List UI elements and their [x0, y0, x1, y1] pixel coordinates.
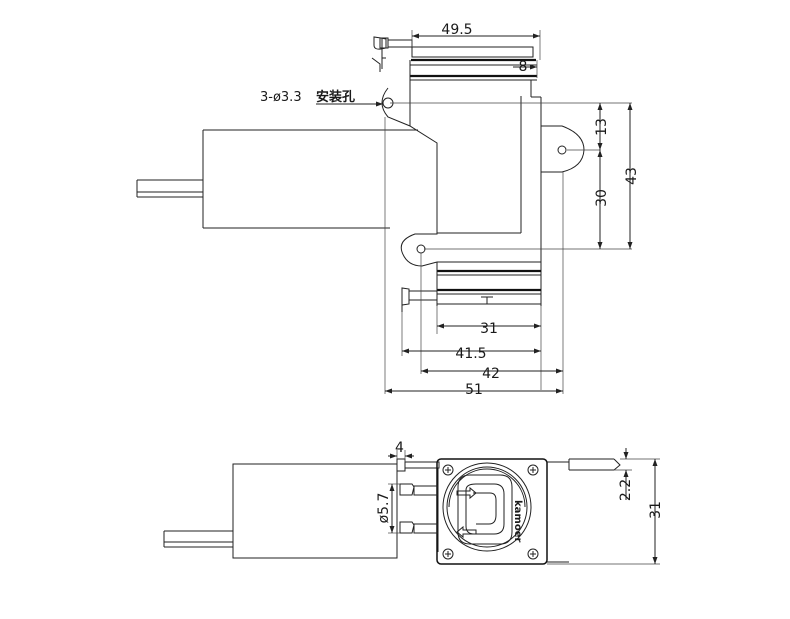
top-view: 49.5 8 3-ø3.3 安装孔 13 30 43 31 41.5 42 51	[136, 22, 640, 398]
pump-head	[409, 46, 542, 306]
mount-hole-note: 安装孔	[316, 89, 355, 105]
mounting-bracket	[381, 87, 585, 306]
dim-30: 30	[594, 189, 610, 207]
flow-arrows	[456, 486, 477, 539]
dim-43: 43	[624, 167, 640, 185]
dim-51: 51	[465, 382, 483, 398]
dim-31-top: 31	[480, 321, 498, 337]
dim-41-5: 41.5	[455, 346, 486, 362]
mounting-flange-side	[396, 458, 621, 563]
dim-13: 13	[594, 118, 610, 136]
extension-lines-side	[388, 450, 660, 565]
dimension-lines	[316, 33, 633, 394]
dim-8: 8	[519, 59, 528, 75]
outlet-port	[371, 36, 413, 72]
inlet-port	[401, 287, 438, 312]
dim-31-side: 31	[648, 501, 664, 519]
dim-4: 4	[395, 440, 404, 456]
lead-wires-side	[163, 530, 233, 548]
dim-overall-width: 49.5	[441, 22, 472, 38]
brand-logo-text: kamoer	[512, 500, 523, 542]
ports-side	[399, 483, 439, 534]
mount-hole-prefix: 3-ø3.3	[260, 90, 302, 105]
dim-42: 42	[482, 366, 500, 382]
pump-screws	[442, 464, 539, 560]
pump-head-front	[436, 458, 548, 565]
motor-body	[202, 129, 418, 229]
dim-port-diameter: ø5.7	[376, 493, 392, 524]
lead-wires	[136, 179, 203, 198]
extension-lines	[384, 30, 632, 394]
motor-body-side	[232, 463, 398, 559]
dimension-lines-side	[388, 448, 658, 564]
dim-2-2: 2.2	[618, 479, 634, 501]
bottom-view: kamoer 4 ø5.7 2.2 31	[163, 440, 664, 565]
